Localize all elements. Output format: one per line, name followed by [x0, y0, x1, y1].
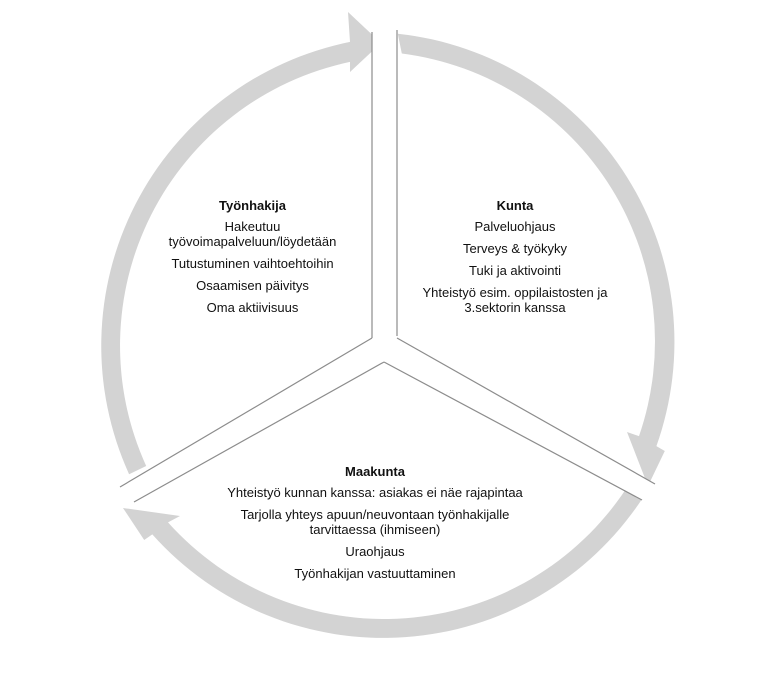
divider-left-line-bottom — [133, 361, 385, 503]
sector-item: Uraohjaus — [345, 544, 405, 559]
divider-right-line-top — [396, 337, 656, 485]
sector-item: Yhteistyö esim. oppilaistosten ja 3.sekt… — [422, 285, 608, 315]
sector-item: Hakeutuu työvoimapalveluun/löydetään — [168, 219, 337, 249]
sector-item: Tarjolla yhteys apuun/neuvontaan työnhak… — [240, 507, 510, 537]
divider-top — [372, 30, 397, 338]
sector-title: Kunta — [496, 198, 534, 213]
sector-item: Tutustuminen vaihtoehtoihin — [171, 256, 334, 271]
divider-group — [119, 30, 656, 503]
sector-tyonhakija: Työnhakija Hakeutuu työvoimapalveluun/lö… — [150, 198, 355, 322]
divider-left — [120, 338, 384, 502]
sector-item: Osaamisen päivitys — [196, 278, 309, 293]
cycle-arrow-left — [101, 12, 381, 475]
cycle-arrow-bottom — [123, 488, 642, 638]
sector-title: Työnhakija — [219, 198, 286, 213]
sector-item: Palveluohjaus — [474, 219, 556, 234]
sector-item: Tuki ja aktivointi — [469, 263, 561, 278]
divider-right — [384, 338, 655, 500]
sector-maakunta: Maakunta Yhteistyö kunnan kanssa: asiaka… — [225, 464, 525, 588]
divider-right-line-bottom — [383, 361, 643, 501]
sector-item: Työnhakijan vastuuttaminen — [294, 566, 456, 581]
sector-item: Terveys & työkyky — [462, 241, 568, 256]
cycle-arrow-top-right — [397, 33, 675, 486]
sector-item: Yhteistyö kunnan kanssa: asiakas ei näe … — [227, 485, 523, 500]
sector-item: Oma aktiivisuus — [206, 300, 299, 315]
sector-title: Maakunta — [345, 464, 405, 479]
divider-left-line-top — [119, 337, 373, 488]
sector-kunta: Kunta Palveluohjaus Terveys & työkyky Tu… — [410, 198, 620, 322]
